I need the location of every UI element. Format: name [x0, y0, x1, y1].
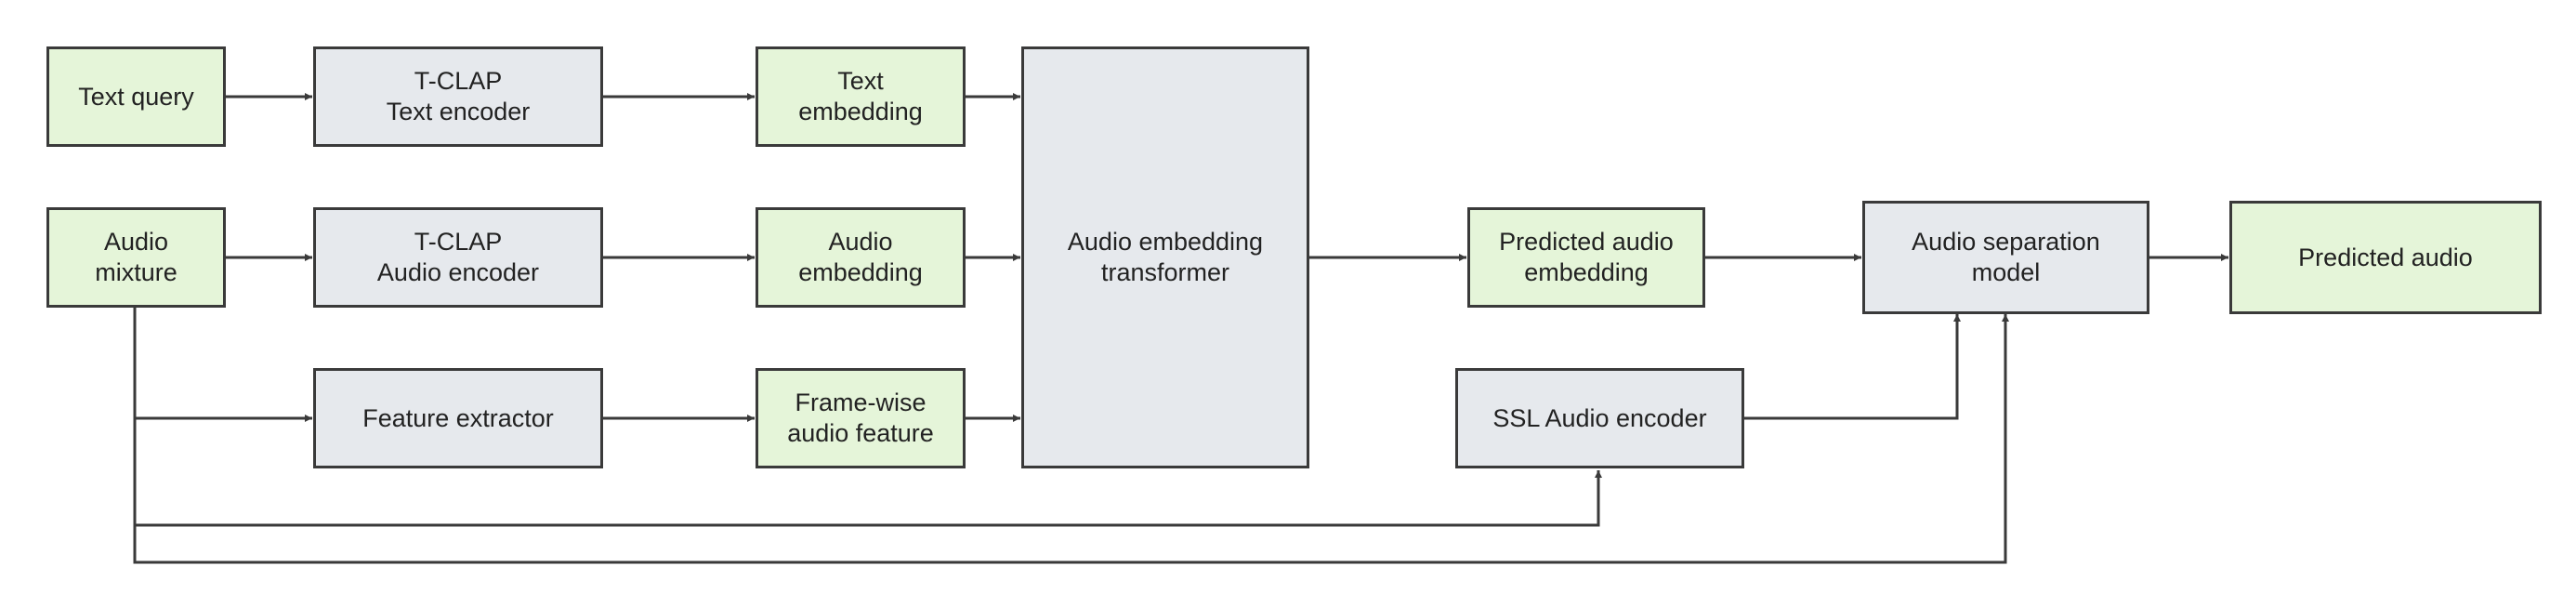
tclap-audio-encoder-node: T-CLAP Audio encoder — [313, 207, 603, 308]
tclap-text-encoder-node: T-CLAP Text encoder — [313, 46, 603, 147]
feature-extractor-node: Feature extractor — [313, 368, 603, 468]
audio-separation-model-node: Audio separation model — [1862, 201, 2149, 314]
text-embedding-node: Text embedding — [756, 46, 966, 147]
arrow-ssl-encoder-to-separation — [1743, 314, 1961, 420]
ssl-audio-encoder-node: SSL Audio encoder — [1455, 368, 1744, 468]
arrow-mixture-to-feature-extractor — [133, 308, 312, 422]
predicted-audio-node: Predicted audio — [2229, 201, 2542, 314]
text-query-node: Text query — [46, 46, 226, 147]
audio-embedding-transformer-node: Audio embedding transformer — [1021, 46, 1309, 468]
audio-mixture-node: Audio mixture — [46, 207, 226, 308]
audio-embedding-node: Audio embedding — [756, 207, 966, 308]
predicted-audio-embedding-node: Predicted audio embedding — [1467, 207, 1705, 308]
frame-wise-audio-feature-node: Frame-wise audio feature — [756, 368, 966, 468]
arrow-mixture-to-separation — [133, 314, 2009, 564]
arrow-mixture-to-ssl-encoder — [133, 418, 1602, 527]
